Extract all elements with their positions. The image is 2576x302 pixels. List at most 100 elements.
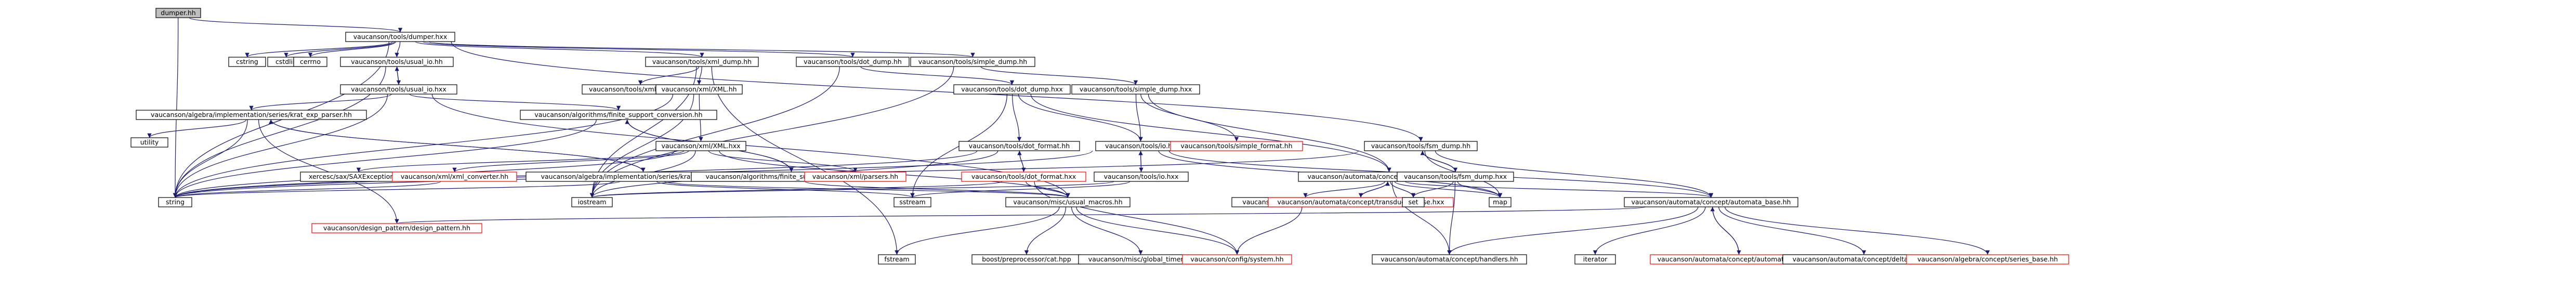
node-n43[interactable]: vaucanson/misc/global_timer.hh [1078, 254, 1203, 265]
node-n11[interactable]: vaucanson/xml/XML.hh [655, 84, 743, 95]
edge-n34-n41 [895, 206, 1060, 255]
node-box [910, 57, 1035, 67]
node-n26[interactable]: vaucanson/xml/parsers.hh [804, 172, 906, 182]
node-n7[interactable]: vaucanson/tools/xml_dump.hh [645, 57, 759, 67]
node-box [293, 57, 327, 67]
node-label: cstring [236, 58, 258, 65]
edge-n30-n38 [1457, 181, 1503, 198]
node-n15[interactable]: vaucanson/algorithms/finite_support_conv… [520, 110, 717, 120]
node-label: vaucanson/tools/usual_io.hh [351, 58, 443, 65]
node-box [392, 172, 517, 182]
node-box [311, 223, 482, 233]
node-n2[interactable]: cstring [228, 57, 266, 67]
node-n13[interactable]: vaucanson/tools/simple_dump.hxx [1071, 84, 1200, 95]
node-n45[interactable]: vaucanson/automata/concept/handlers.hh [1372, 254, 1527, 265]
node-n8[interactable]: vaucanson/tools/dot_dump.hh [796, 57, 910, 67]
node-n6[interactable]: vaucanson/tools/usual_io.hxx [340, 84, 457, 95]
node-n14[interactable]: vaucanson/algebra/implementation/series/… [136, 110, 367, 120]
node-n33[interactable]: sstream [893, 197, 931, 207]
node-n40[interactable]: vaucanson/design_pattern/design_pattern.… [311, 223, 482, 233]
node-n21[interactable]: vaucanson/tools/fsm_dump.hh [1364, 141, 1478, 151]
node-label: vaucanson/misc/usual_macros.hh [1013, 198, 1122, 206]
node-label: vaucanson/tools/dot_dump.hh [804, 58, 902, 65]
edge-n25-n34 [805, 181, 1070, 198]
edge-n17-n22 [357, 150, 685, 173]
edge-n8-n12 [860, 66, 1015, 85]
edge-n29-n35 [1303, 181, 1386, 198]
edge-n1-n3 [284, 41, 395, 58]
node-box [961, 172, 1086, 182]
node-n12[interactable]: vaucanson/tools/dot_dump.hxx [953, 84, 1071, 95]
edge-n39-n46 [1593, 206, 1706, 255]
edge-n34-n42 [1024, 206, 1067, 255]
edge-n35-n44 [1234, 206, 1303, 255]
node-n34[interactable]: vaucanson/misc/usual_macros.hh [1005, 197, 1131, 207]
node-box [571, 197, 613, 207]
edge-n30-n45 [1447, 181, 1456, 255]
edge-n7-n41 [711, 66, 899, 255]
node-label: vaucanson/xml/XML.hh [661, 85, 737, 93]
node-box [1574, 254, 1616, 265]
node-n23[interactable]: vaucanson/xml/xml_converter.hh [392, 172, 517, 182]
node-n41[interactable]: fstream [878, 254, 916, 265]
node-box [1182, 254, 1292, 265]
node-box [645, 57, 759, 67]
node-n4[interactable]: cerrno [293, 57, 327, 67]
edge-n1-n8 [422, 41, 855, 58]
node-n20[interactable]: vaucanson/tools/simple_format.hh [1170, 141, 1303, 151]
node-box [340, 84, 457, 95]
node-label: vaucanson/tools/simple_format.hh [1180, 142, 1292, 150]
node-n19[interactable]: vaucanson/tools/io.hh [1095, 141, 1186, 151]
node-n22[interactable]: xercesc/sax/SAXException.hpp [300, 172, 417, 182]
node-n31[interactable]: string [158, 197, 192, 207]
edge-layer [147, 17, 1990, 255]
edge-n30-n21 [1420, 150, 1456, 173]
node-n49[interactable]: vaucanson/algebra/concept/series_base.hh [1906, 254, 2069, 265]
node-n36[interactable]: vaucanson/automata/concept/transducer_ba… [1268, 197, 1454, 207]
node-n1[interactable]: vaucanson/tools/dumper.hxx [345, 32, 455, 42]
edge-n28-n33 [910, 181, 1131, 198]
node-box [340, 57, 454, 67]
node-n32[interactable]: iostream [571, 197, 613, 207]
edge-n17-n23 [452, 150, 689, 173]
node-label: vaucanson/xml/XML.hxx [662, 142, 741, 150]
node-n16[interactable]: utility [130, 137, 168, 148]
node-label: vaucanson/tools/dot_format.hh [969, 142, 1070, 150]
node-label: vaucanson/tools/fsm_dump.hxx [1404, 173, 1507, 180]
node-label: vaucanson/misc/global_timer.hh [1088, 255, 1193, 263]
edge-n21-n39 [1435, 150, 1714, 198]
node-box [1402, 197, 1425, 207]
node-n42[interactable]: boost/preprocessor/cat.hpp [971, 254, 1082, 265]
node-label: vaucanson/tools/usual_io.hxx [351, 85, 446, 93]
node-n46[interactable]: iterator [1574, 254, 1616, 265]
node-label: vaucanson/tools/io.hh [1105, 142, 1176, 150]
node-n18[interactable]: vaucanson/tools/dot_format.hh [958, 141, 1080, 151]
edge-n7-n10 [638, 66, 700, 85]
edge-n47-n39 [1710, 206, 1740, 255]
node-n38[interactable]: map [1489, 197, 1512, 207]
node-box [136, 110, 367, 120]
edge-n39-n48 [1718, 206, 1867, 255]
edge-n24-n31 [173, 181, 621, 198]
node-n27[interactable]: vaucanson/tools/dot_format.hxx [961, 172, 1086, 182]
node-n37[interactable]: set [1402, 197, 1425, 207]
node-n48[interactable]: vaucanson/automata/concept/delta_kind.hh [1782, 254, 1946, 265]
node-n44[interactable]: vaucanson/config/system.hh [1182, 254, 1292, 265]
edge-n27-n44 [1034, 181, 1240, 255]
node-label: vaucanson/xml/parsers.hh [812, 173, 898, 180]
edge-n13-n19 [1135, 94, 1143, 142]
node-n9[interactable]: vaucanson/tools/simple_dump.hh [910, 57, 1035, 67]
node-n39[interactable]: vaucanson/automata/concept/automata_base… [1624, 197, 1798, 207]
node-n30[interactable]: vaucanson/tools/fsm_dump.hxx [1397, 172, 1514, 182]
node-n17[interactable]: vaucanson/xml/XML.hxx [655, 141, 746, 151]
node-label: vaucanson/algorithms/finite_support_conv… [534, 111, 702, 119]
node-n5[interactable]: vaucanson/tools/usual_io.hh [340, 57, 454, 67]
edge-n29-n39 [1404, 181, 1713, 198]
node-box [1372, 254, 1527, 265]
edge-n1-n21 [451, 41, 1423, 142]
edge-n1-n5 [395, 41, 401, 58]
edge-n14-n31 [173, 119, 248, 198]
node-label: vaucanson/algebra/implementation/series/… [151, 111, 352, 119]
node-n28[interactable]: vaucanson/tools/io.hxx [1094, 172, 1189, 182]
